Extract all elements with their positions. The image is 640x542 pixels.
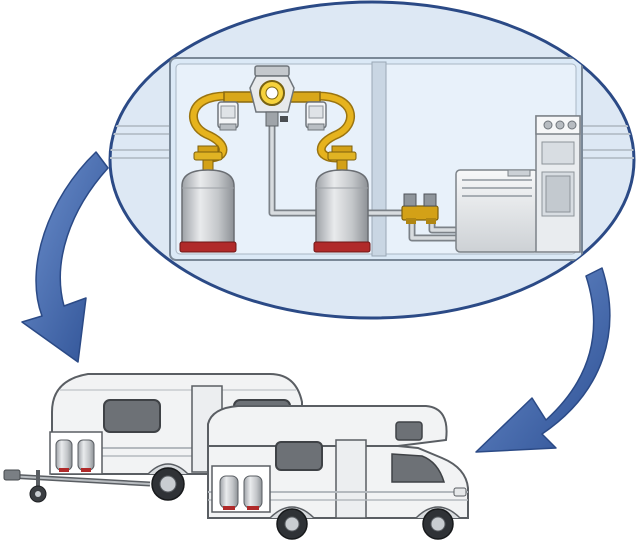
left-gas-cylinder <box>179 145 237 253</box>
left-curved-arrow <box>21 151 109 363</box>
right-curved-arrow <box>475 267 611 453</box>
gas-cylinder-locker-inset <box>108 0 636 320</box>
motorhome-rear-wheel <box>269 506 315 540</box>
caravan-window-front <box>103 399 161 433</box>
heater-appliance <box>455 169 539 253</box>
luton-window <box>395 421 423 441</box>
motorhome-front-wheel <box>415 506 461 540</box>
locker-divider <box>371 61 387 257</box>
right-gas-cylinder <box>313 145 371 253</box>
cab-window <box>391 453 446 483</box>
trailer-drawbar <box>3 469 151 503</box>
caravan-wheel <box>147 463 189 501</box>
motorhome-door <box>335 439 367 519</box>
shutoff-valves <box>401 193 439 224</box>
stove-appliance <box>535 115 581 253</box>
changeover-regulator <box>217 65 327 131</box>
caravan-mini-cylinders <box>55 439 95 472</box>
motorhome-side-window <box>275 441 323 471</box>
motorhome <box>207 405 469 540</box>
motorhome-mini-cylinders <box>219 475 263 510</box>
